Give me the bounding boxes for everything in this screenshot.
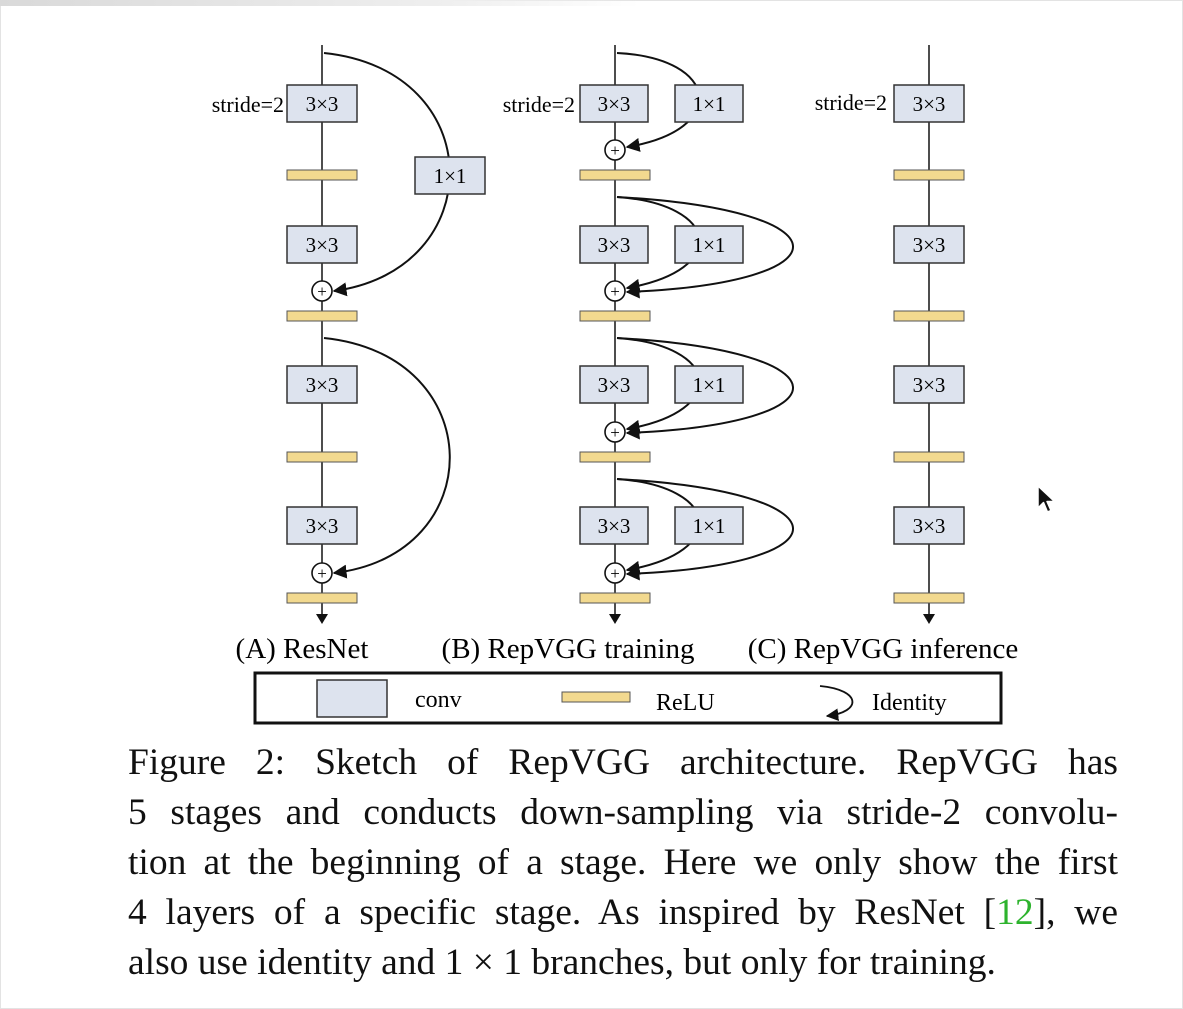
panel-b-conv3-2: 3×3: [579, 225, 649, 264]
svg-text:1×1: 1×1: [693, 92, 726, 116]
caption-line-4-text: 4 layers of a specific stage. As inspire…: [128, 892, 997, 933]
svg-text:3×3: 3×3: [913, 373, 946, 397]
panel-a-stride-label: stride=2: [212, 92, 284, 117]
panel-b-add-4: +: [604, 562, 626, 584]
panel-b-repvgg-training: stride=2 3×3 1×1 + 3×3 1×1 +: [442, 45, 794, 665]
panel-b-output-arrow: [609, 614, 621, 624]
panel-c-conv-1: 3×3: [893, 84, 965, 123]
panel-a-resnet: stride=2 3×3 1×1 3×3 + 3×3 3×3: [212, 45, 486, 665]
svg-text:1×1: 1×1: [434, 164, 467, 188]
repvgg-diagram: stride=2 3×3 1×1 3×3 + 3×3 3×3: [212, 45, 1019, 725]
caption-line-4: 4 layers of a specific stage. As inspire…: [128, 888, 1118, 938]
panel-b-conv3-4: 3×3: [579, 506, 649, 545]
svg-text:3×3: 3×3: [598, 233, 631, 257]
panel-a-conv-3: 3×3: [286, 365, 358, 404]
panel-b-identity-4: [616, 478, 794, 581]
legend-identity-arrow: [819, 685, 854, 721]
citation-link[interactable]: 12: [996, 892, 1034, 933]
panel-a-skip-2: [323, 337, 451, 579]
panel-b-stride-label: stride=2: [503, 92, 575, 117]
panel-c-conv-2: 3×3: [893, 225, 965, 264]
panel-b-title: (B) RepVGG training: [442, 633, 695, 665]
panel-b-add-2: +: [604, 280, 626, 302]
svg-text:3×3: 3×3: [306, 92, 339, 116]
svg-text:3×3: 3×3: [913, 514, 946, 538]
panel-c-conv-4: 3×3: [893, 506, 965, 545]
legend: conv ReLU Identity: [253, 671, 1003, 725]
legend-identity-label: Identity: [872, 690, 947, 716]
caption-line-4-end: ], we: [1033, 892, 1119, 933]
legend-relu-swatch: [561, 691, 631, 703]
caption-line-5: also use identity and 1 × 1 branches, bu…: [128, 942, 996, 983]
panel-b-add-3: +: [604, 421, 626, 443]
panel-a-relu-1: [286, 169, 358, 181]
svg-text:+: +: [610, 141, 620, 160]
panel-c-relu-3: [893, 451, 965, 463]
panel-b-add-1: +: [604, 139, 626, 161]
svg-text:+: +: [317, 564, 327, 583]
panel-a-conv-4: 3×3: [286, 506, 358, 545]
figure-caption: Figure 2: Sketch of RepVGG architecture.…: [128, 738, 1118, 988]
svg-text:+: +: [610, 423, 620, 442]
panel-b-conv1-2: 1×1: [674, 225, 744, 264]
svg-text:3×3: 3×3: [913, 233, 946, 257]
legend-conv-label: conv: [415, 687, 462, 713]
svg-text:+: +: [610, 564, 620, 583]
panel-c-conv-3: 3×3: [893, 365, 965, 404]
panel-a-add-2: +: [311, 562, 333, 584]
svg-text:1×1: 1×1: [693, 233, 726, 257]
panel-c-repvgg-inference: stride=2 3×3 3×3 3×3 3×3 (C) RepVGG infe…: [748, 45, 1019, 665]
panel-a-relu-4: [286, 592, 358, 604]
caption-line-3: tion at the beginning of a stage. Here w…: [128, 842, 1118, 883]
panel-c-relu-2: [893, 310, 965, 322]
panel-b-relu-2: [579, 310, 651, 322]
panel-a-title: (A) ResNet: [236, 633, 369, 665]
panel-a-add-1: +: [311, 280, 333, 302]
panel-b-identity-2: [616, 196, 794, 299]
svg-text:3×3: 3×3: [598, 514, 631, 538]
panel-a-relu-3: [286, 451, 358, 463]
panel-c-output-arrow: [923, 614, 935, 624]
panel-a-conv-2: 3×3: [286, 225, 358, 264]
svg-text:3×3: 3×3: [306, 514, 339, 538]
top-shadow: [0, 0, 640, 6]
panel-b-conv3-3: 3×3: [579, 365, 649, 404]
panel-b-relu-1: [579, 169, 651, 181]
caption-line-1: Figure 2: Sketch of RepVGG architecture.…: [128, 742, 1118, 783]
panel-b-relu-3: [579, 451, 651, 463]
svg-text:3×3: 3×3: [913, 92, 946, 116]
svg-text:1×1: 1×1: [693, 373, 726, 397]
svg-text:1×1: 1×1: [693, 514, 726, 538]
svg-text:3×3: 3×3: [598, 373, 631, 397]
panel-b-conv1-1: 1×1: [674, 84, 744, 123]
legend-relu-label: ReLU: [656, 690, 715, 716]
panel-b-conv3-1: 3×3: [579, 84, 649, 123]
panel-a-shortcut-conv: 1×1: [414, 156, 486, 195]
panel-a-relu-2: [286, 310, 358, 322]
panel-b-identity-3: [616, 337, 794, 440]
svg-text:+: +: [610, 282, 620, 301]
legend-conv-swatch: [316, 679, 388, 718]
svg-text:3×3: 3×3: [306, 373, 339, 397]
caption-line-2: 5 stages and conducts down-sampling via …: [128, 792, 1118, 833]
panel-a-output-arrow: [316, 614, 328, 624]
panel-c-relu-4: [893, 592, 965, 604]
panel-c-title: (C) RepVGG inference: [748, 633, 1019, 665]
panel-b-conv1-3: 1×1: [674, 365, 744, 404]
panel-b-conv1-4: 1×1: [674, 506, 744, 545]
mouse-cursor-icon: [1037, 485, 1056, 513]
svg-text:3×3: 3×3: [598, 92, 631, 116]
svg-text:3×3: 3×3: [306, 233, 339, 257]
panel-c-relu-1: [893, 169, 965, 181]
svg-text:+: +: [317, 282, 327, 301]
panel-c-stride-label: stride=2: [815, 90, 887, 115]
panel-a-conv-1: 3×3: [286, 84, 358, 123]
panel-b-relu-4: [579, 592, 651, 604]
